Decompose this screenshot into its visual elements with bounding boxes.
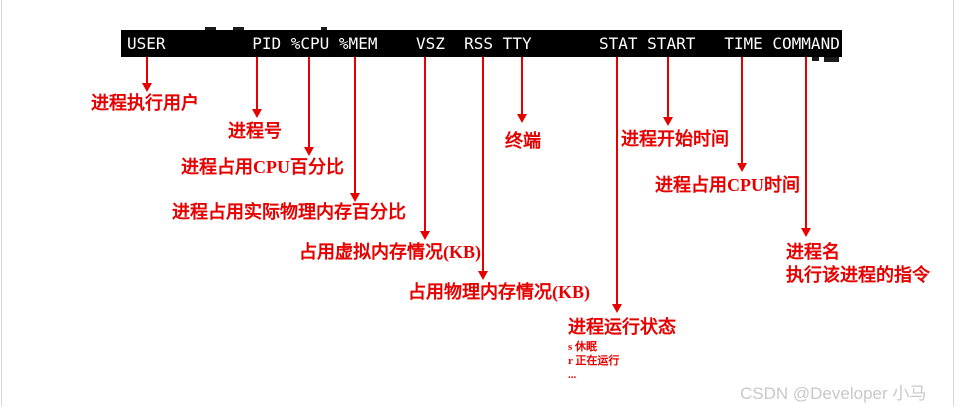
arrow-user-column [142, 57, 152, 92]
arrow-stat-column [612, 57, 622, 313]
screenshot-crop-artifact [321, 27, 327, 30]
screenshot-crop-artifact [233, 27, 244, 30]
label-start: 进程开始时间 [621, 129, 729, 149]
arrow-cpu-column [304, 57, 314, 156]
label-mem: 进程占用实际物理内存百分比 [172, 202, 406, 222]
arrow-tty-column [517, 57, 527, 123]
label-vsz: 占用虚拟内存情况(KB) [299, 242, 481, 262]
label-cpu: 进程占用CPU百分比 [181, 157, 344, 177]
label-pid: 进程号 [228, 121, 282, 141]
arrow-vsz-column [420, 57, 430, 240]
arrow-start-column [663, 57, 673, 126]
screenshot-crop-artifact [812, 57, 819, 61]
arrow-time-column [737, 57, 747, 172]
label-user: 进程执行用户 [91, 93, 199, 113]
arrow-mem-column [350, 57, 360, 202]
label-stat-sub-ellipsis: ... [568, 369, 577, 381]
label-command-line1: 进程名 [786, 242, 840, 262]
arrow-command-column [801, 57, 811, 237]
screenshot-crop-artifact [824, 57, 839, 62]
ps-aux-header-text: USER PID %CPU %MEM VSZ RSS TTY STAT STAR… [127, 34, 840, 53]
label-command-line2: 执行该进程的指令 [786, 265, 930, 285]
label-tty: 终端 [505, 131, 541, 151]
label-rss: 占用物理内存情况(KB) [408, 282, 590, 302]
label-stat-sub-sleep: s 休眠 [568, 341, 598, 353]
screenshot-crop-artifact [205, 27, 216, 30]
label-stat: 进程运行状态 [568, 317, 676, 337]
arrow-rss-column [478, 57, 488, 280]
ps-aux-header-bar: USER PID %CPU %MEM VSZ RSS TTY STAT STAR… [121, 30, 842, 57]
label-stat-sub-running: r 正在运行 [568, 355, 620, 367]
label-time: 进程占用CPU时间 [655, 175, 800, 195]
arrow-pid-column [252, 57, 262, 118]
left-border-line [1, 0, 2, 406]
right-border-line [953, 0, 954, 406]
csdn-watermark: CSDN @Developer 小马 [740, 384, 927, 403]
